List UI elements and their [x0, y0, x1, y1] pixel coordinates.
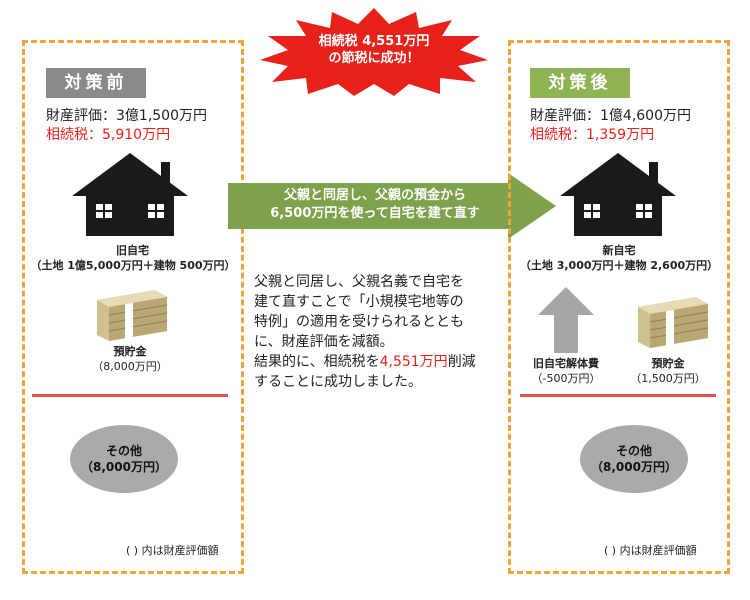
burst-line1: 相続税 4,551万円 [318, 34, 430, 49]
after-asset-value: 財産評価：1億4,600万円 [530, 108, 691, 124]
burst-line2: の節税に成功！ [328, 51, 420, 66]
before-tag: 対策前 [46, 68, 146, 98]
after-other-ellipse: その他 （8,000万円） [580, 425, 688, 493]
new-house-label: 新自宅 [602, 244, 636, 257]
explanation-line-4: に、財産評価を減額。 [254, 334, 394, 350]
savings-amount: 4,551万円 [379, 354, 448, 370]
after-divider [520, 394, 716, 397]
after-other-label: その他 [615, 444, 652, 458]
before-other-ellipse: その他 （8,000万円） [70, 425, 178, 493]
before-panel [22, 40, 244, 574]
after-savings-label: 預貯金 [651, 357, 685, 370]
demolish-value: （-500万円） [531, 372, 601, 385]
savings-burst [260, 8, 488, 96]
after-footnote: ( ) 内は財産評価額 [604, 544, 697, 557]
new-house-breakdown: （土地 3,000万円＋建物 2,600万円） [519, 259, 719, 272]
after-savings-value: （1,500万円） [630, 372, 706, 385]
old-house-breakdown: （土地 1億5,000万円＋建物 500万円） [30, 259, 236, 272]
before-tax-value: 相続税：5,910万円 [46, 127, 171, 143]
arrow-line2: 6,500万円を使って自宅を建て直す [270, 206, 480, 221]
explanation-line-2: 建て直すことで「小規模宅地等の [254, 294, 464, 310]
after-other-value: （8,000万円） [591, 460, 677, 474]
explanation-line-6: することに成功しました。 [254, 374, 422, 390]
after-tag: 対策後 [530, 68, 630, 98]
new-house-icon [560, 153, 676, 236]
before-footnote: ( ) 内は財産評価額 [126, 544, 219, 557]
after-savings-money-icon [638, 297, 709, 348]
demolish-label: 旧自宅解体費 [533, 357, 599, 370]
before-divider [32, 394, 228, 397]
up-arrow-icon [538, 287, 594, 353]
explanation-line-3: 特例」の適用を受けられるととも [254, 314, 464, 330]
old-house-label: 旧自宅 [116, 244, 149, 257]
before-other-value: （8,000万円） [81, 460, 167, 474]
before-other-label: その他 [105, 444, 142, 458]
before-savings-label: 預貯金 [113, 345, 147, 358]
rebuild-arrow [228, 173, 556, 239]
after-panel [508, 40, 730, 574]
explanation-line-5: 結果的に、相続税を4,551万円削減 [254, 354, 476, 370]
before-savings-value: （8,000万円） [92, 360, 168, 373]
old-house-icon [72, 153, 188, 236]
savings-money-icon [97, 290, 168, 341]
explanation-text: 父親と同居し、父親名義で自宅を 建て直すことで「小規模宅地等の 特例」の適用を受… [254, 272, 504, 392]
before-asset-value: 財産評価：3億1,500万円 [46, 108, 207, 124]
arrow-line1: 父親と同居し、父親の預金から [283, 188, 466, 203]
explanation-line-1: 父親と同居し、父親名義で自宅を [254, 274, 464, 290]
after-tax-value: 相続税：1,359万円 [530, 127, 655, 143]
